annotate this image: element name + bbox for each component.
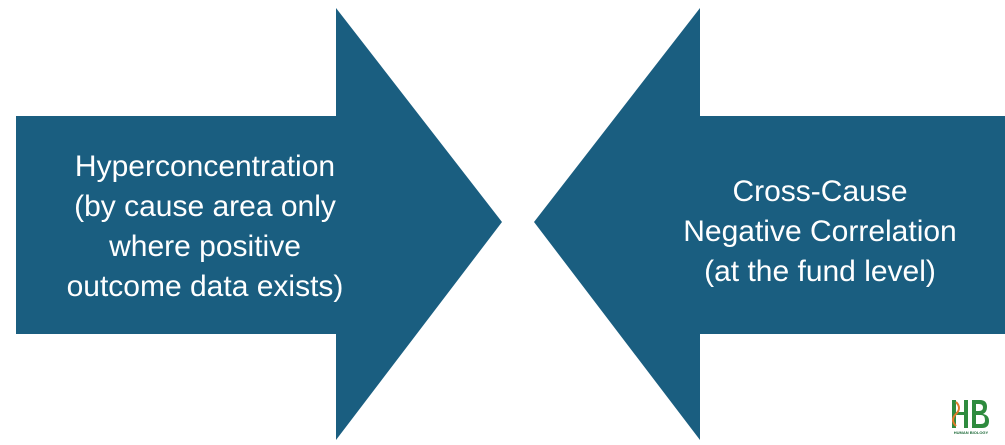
hb-monogram-icon — [952, 400, 989, 428]
left-pointing-arrow-shape — [534, 8, 1005, 440]
logo-helix-accent — [952, 401, 960, 427]
right-arrow-label: Cross-Cause Negative Correlation (at the… — [640, 172, 1000, 292]
right-arrow-line: (at the fund level) — [704, 255, 936, 288]
right-pointing-arrow-shape — [16, 8, 502, 440]
left-arrow-label: Hyperconcentration (by cause area only w… — [20, 147, 390, 307]
left-arrow-line: outcome data exists) — [66, 270, 344, 303]
right-arrow-line: Cross-Cause — [732, 175, 908, 208]
logo-b-letter — [972, 400, 989, 428]
left-arrow-line: where positive — [109, 230, 301, 263]
logo-caption: HUMAN BIOLOGY — [953, 430, 989, 435]
human-biology-logo: HUMAN BIOLOGY — [942, 396, 1000, 442]
left-arrow-line: Hyperconcentration — [74, 150, 336, 183]
logo-h-bar — [952, 412, 968, 415]
right-arrow-line: Negative Correlation — [683, 215, 957, 248]
left-arrow-line: (by cause area only — [74, 190, 336, 223]
